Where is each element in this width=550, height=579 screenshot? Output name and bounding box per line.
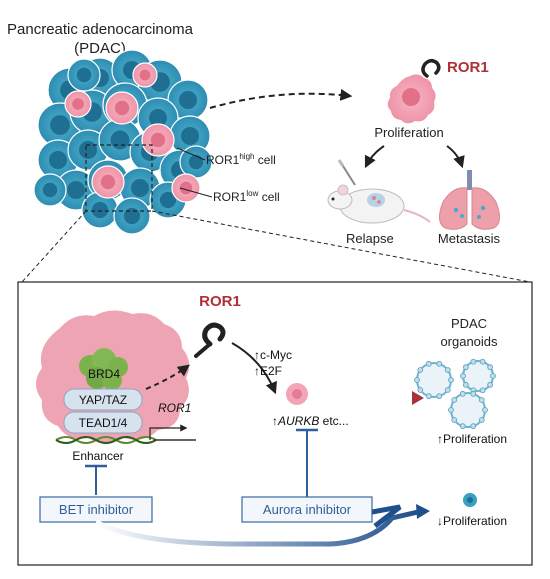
tumor-cell: [64, 90, 92, 118]
organoids-label-line2: organoids: [440, 334, 498, 349]
ror1-label-top: ROR1: [447, 59, 489, 76]
brd4-label: BRD4: [88, 367, 120, 381]
dashed-arrow-to-receptor: [145, 364, 190, 390]
yap-taz-box: [63, 388, 143, 411]
tumor-illustration: [33, 49, 213, 235]
lungs-illustration: [439, 170, 500, 230]
down-proliferation-label: ↓Proliferation: [437, 514, 507, 528]
proliferation-label-top: Proliferation: [374, 125, 443, 140]
callout-line-low: [179, 187, 213, 198]
cell-high-label: ROR1high cell: [206, 152, 276, 167]
mouse-illustration: [327, 159, 431, 224]
arrow-to-relapse: [364, 145, 385, 169]
blue-arrow-junction: [371, 504, 402, 528]
bet-inhibitor-label: BET inhibitor: [59, 502, 134, 517]
blue-combination-arrow: [94, 509, 419, 547]
tead-box: [63, 411, 143, 434]
signaling-arrow: [231, 342, 277, 395]
zoom-line-left: [21, 210, 87, 283]
tumor-cell: [81, 191, 119, 229]
e2f-label: ↑E2F: [254, 364, 282, 378]
organoid: [448, 390, 488, 430]
callout-line-high: [176, 147, 206, 161]
organoid: [414, 360, 454, 400]
aurora-inhibitor-label: Aurora inhibitor: [263, 502, 352, 517]
cell-nucleus: [402, 88, 420, 106]
relapse-label: Relapse: [346, 231, 394, 246]
arrow-to-metastasis: [446, 145, 465, 169]
up-proliferation-label: ↑Proliferation: [437, 432, 507, 446]
zoom-square: [85, 144, 153, 212]
tumor-cell: [67, 58, 101, 92]
ror1-high-cell: [387, 74, 436, 124]
ror1-gene-arrow: [149, 424, 188, 440]
yap-taz-label: YAP/TAZ: [79, 393, 127, 407]
ror1-receptor-icon-top: [421, 59, 441, 78]
metastasis-label: Metastasis: [438, 231, 501, 246]
cmyc-label: ↑c-Myc: [254, 348, 292, 362]
ror1-receptor-icon: [194, 322, 226, 358]
tumor-title-line1: Pancreatic adenocarcinoma: [7, 21, 194, 38]
cell-low-label: ROR1low cell: [213, 189, 280, 204]
tumor-title-line2: (PDAC): [74, 40, 126, 57]
ror1-gene-label: ROR1: [158, 401, 191, 415]
aurkb-label: ↑AURKB etc...: [272, 414, 349, 428]
tumor-cell: [33, 173, 67, 207]
tumor-cell: [171, 173, 201, 203]
tumor-cell: [132, 62, 158, 88]
dna-helix: [55, 436, 196, 444]
blue-arrow-head: [416, 504, 430, 519]
enhancer-label: Enhancer: [72, 449, 123, 463]
organoids-label-line1: PDAC: [451, 316, 487, 331]
small-pink-cell: [286, 383, 308, 405]
red-arrow-head: [412, 391, 424, 405]
dashed-arrow-to-cell: [209, 88, 353, 109]
ror1-label-panel: ROR1: [199, 293, 241, 310]
organoid: [460, 358, 496, 394]
tumor-cell: [105, 91, 139, 125]
tumor-cell: [141, 123, 175, 157]
tumor-cell: [113, 197, 151, 235]
brd4-protein: [79, 348, 128, 390]
tumor-cell: [91, 165, 125, 199]
aurora-inhibitor-box: [241, 496, 373, 523]
zoom-line-right: [151, 210, 531, 283]
tead-label: TEAD1/4: [79, 416, 128, 430]
organoids-illustration: [414, 358, 496, 430]
small-blue-cell: [463, 493, 477, 507]
bet-inhibitor-box: [39, 496, 153, 523]
